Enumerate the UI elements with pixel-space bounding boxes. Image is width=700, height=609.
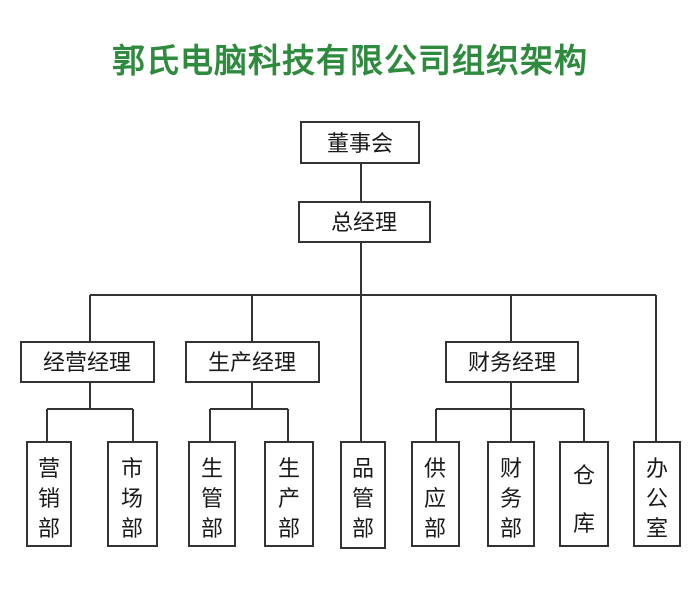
node-dept-finance: 财务部	[487, 441, 535, 547]
node-dept-office: 办公室	[633, 441, 681, 547]
node-mgr-finance-label: 财务经理	[468, 351, 556, 376]
node-dept-production: 生产部	[264, 441, 314, 547]
node-dept-quality: 品管部	[340, 441, 386, 549]
node-dept-warehouse-label: 仓库	[573, 464, 595, 537]
node-dept-market-label: 市场部	[121, 457, 143, 542]
node-dept-market: 市场部	[107, 441, 158, 547]
node-dept-supply: 供应部	[411, 441, 460, 547]
chart-title: 郭氏电脑科技有限公司组织架构	[112, 41, 588, 80]
node-dept-quality-label: 品管部	[352, 457, 374, 542]
node-dept-office-label: 办公室	[646, 457, 668, 542]
node-board: 董事会	[300, 121, 420, 164]
node-mgr-business: 经营经理	[20, 341, 155, 383]
node-dept-production-label: 生产部	[278, 457, 300, 542]
node-board-label: 董事会	[327, 132, 393, 157]
node-dept-warehouse: 仓库	[559, 441, 609, 547]
node-dept-sales: 营销部	[26, 441, 72, 547]
node-mgr-business-label: 经营经理	[43, 351, 131, 376]
node-dept-production-mgmt: 生管部	[188, 441, 236, 547]
node-dept-sales-label: 营销部	[38, 457, 60, 542]
node-mgr-finance: 财务经理	[445, 341, 579, 383]
node-ceo: 总经理	[298, 201, 431, 243]
node-dept-production-mgmt-label: 生管部	[201, 457, 223, 542]
connectors	[46, 163, 657, 442]
node-ceo-label: 总经理	[331, 211, 397, 236]
node-dept-supply-label: 供应部	[424, 457, 446, 542]
node-dept-finance-label: 财务部	[500, 457, 522, 542]
node-mgr-production: 生产经理	[185, 341, 320, 383]
node-mgr-production-label: 生产经理	[208, 351, 296, 376]
